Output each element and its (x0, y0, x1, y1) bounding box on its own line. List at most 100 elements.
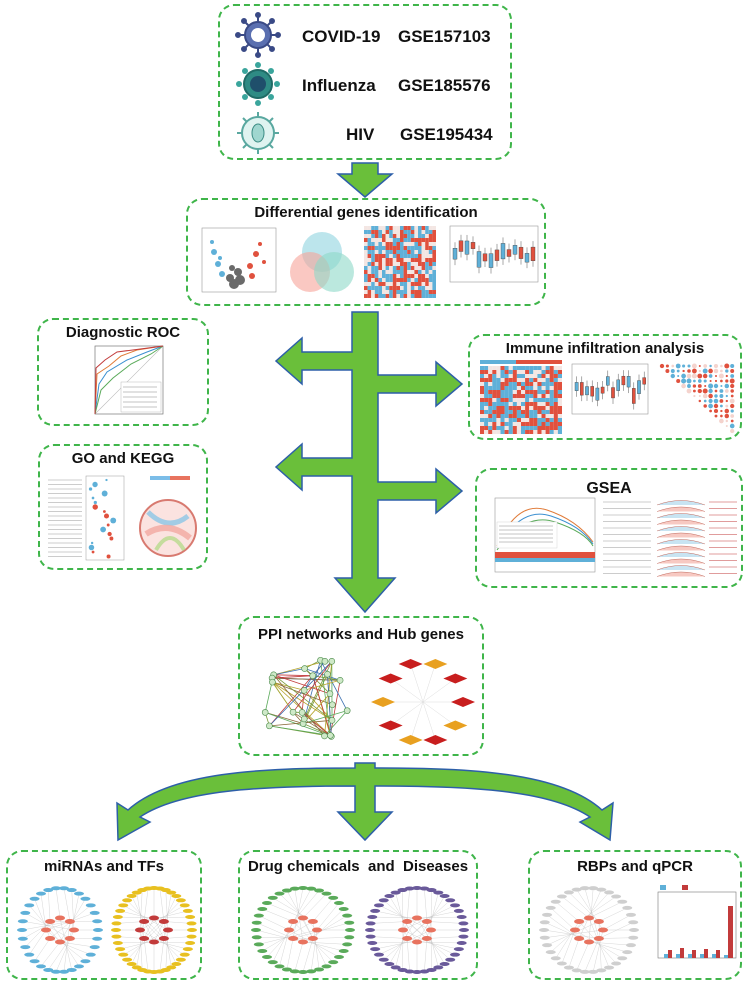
corr-dot (719, 389, 724, 393)
network-edge (292, 890, 320, 922)
heatmap-cell (414, 282, 418, 286)
corr-dot (713, 403, 719, 409)
heatmap-cell (371, 234, 375, 238)
heatmap-cell (484, 394, 489, 398)
network-edge (266, 902, 304, 919)
heatmap-cell (385, 234, 390, 238)
heatmap-cell (529, 366, 534, 370)
network-node (373, 903, 384, 908)
network-hub-node (593, 919, 604, 925)
corr-dot (708, 374, 713, 378)
heatmap-cell (374, 290, 379, 294)
heatmap-cell (418, 294, 422, 298)
heatmap-cell (492, 410, 497, 414)
heatmap-cell (557, 390, 562, 394)
corr-dot (725, 379, 729, 383)
ppi-edge (273, 660, 326, 676)
corr-dot (693, 379, 696, 383)
network-node (253, 913, 264, 918)
network-node (378, 898, 389, 903)
heatmap-cell (428, 282, 433, 286)
heatmap-cell (371, 290, 375, 294)
heatmap-cell (533, 398, 538, 402)
heatmap-cell (484, 398, 489, 402)
ppi-node (343, 707, 351, 714)
network-node (80, 896, 91, 901)
heatmap-cell (525, 402, 530, 406)
heatmap-cell (500, 382, 505, 386)
heatmap-cell (500, 394, 505, 398)
mirna-tf-box: miRNAs and TFs (6, 850, 202, 980)
heatmap-cell (516, 366, 521, 370)
tf-network-thumbnail (111, 886, 197, 974)
heatmap-cell (553, 430, 558, 434)
heatmap-cell (504, 370, 509, 374)
ppi-node (309, 672, 317, 679)
heatmap-cell (403, 234, 408, 238)
dataset-disease-hiv: HIV (346, 125, 375, 144)
corr-dot (677, 374, 680, 378)
ppi-title: PPI networks and Hub genes (258, 626, 464, 643)
network-edge (302, 941, 348, 945)
heatmap-cell (428, 226, 433, 230)
heatmap-cell (516, 402, 521, 406)
network-edge (59, 941, 95, 948)
heatmap-cell (488, 414, 493, 418)
heatmap-cell (537, 430, 542, 434)
heatmap-cell (367, 294, 372, 298)
network-node (370, 947, 381, 952)
heatmap-cell (396, 226, 400, 230)
go-dot (90, 541, 94, 545)
heatmap-cell (385, 294, 390, 298)
network-edge (416, 916, 462, 919)
heatmap-cell (418, 262, 422, 266)
heatmap-cell (418, 234, 422, 238)
network-node (111, 921, 122, 926)
heatmap-cell (545, 410, 550, 414)
heatmap-cell (533, 406, 538, 410)
heatmap-cell (425, 250, 429, 254)
heatmap-cell (496, 370, 501, 374)
hub-gene-node (378, 720, 403, 731)
network-node (175, 898, 186, 903)
heatmap-cell (516, 430, 521, 434)
network-node (126, 894, 137, 899)
heatmap-cell (403, 286, 408, 290)
network-node (625, 943, 636, 948)
hub-edge (422, 701, 456, 726)
heatmap-cell (537, 426, 542, 430)
network-hub-node (421, 919, 432, 925)
heatmap-cell (492, 422, 497, 426)
heatmap-cell (407, 258, 411, 262)
heatmap-cell (533, 386, 538, 390)
heatmap-cell (504, 406, 509, 410)
heatmap-cell (389, 274, 393, 278)
heatmap-cell (504, 386, 509, 390)
heatmap-cell (553, 378, 558, 382)
network-node (126, 961, 137, 966)
network-node (345, 928, 355, 932)
heatmap-cell (492, 402, 497, 406)
heatmap-cell (382, 294, 386, 298)
heatmap-cell (396, 254, 400, 258)
ppi-edge (304, 679, 341, 691)
heatmap-cell (508, 418, 513, 422)
corr-dot (698, 394, 701, 398)
heatmap-cell (414, 230, 418, 234)
network-node (370, 908, 381, 913)
hub-gene-node (371, 697, 395, 707)
hub-gene-node (398, 735, 423, 746)
network-edge (316, 902, 340, 931)
network-node (596, 887, 607, 892)
heatmap-cell (410, 242, 415, 246)
network-node (412, 970, 422, 974)
heatmap-cell (484, 378, 489, 382)
hub-edge (390, 701, 424, 726)
heatmap-cell (414, 250, 418, 254)
ppi-edge (292, 661, 333, 713)
heatmap-cell (410, 270, 415, 274)
heatmap-cell (541, 370, 546, 374)
corr-dot (676, 369, 680, 373)
network-edge (159, 888, 165, 922)
network-edge (258, 929, 318, 945)
